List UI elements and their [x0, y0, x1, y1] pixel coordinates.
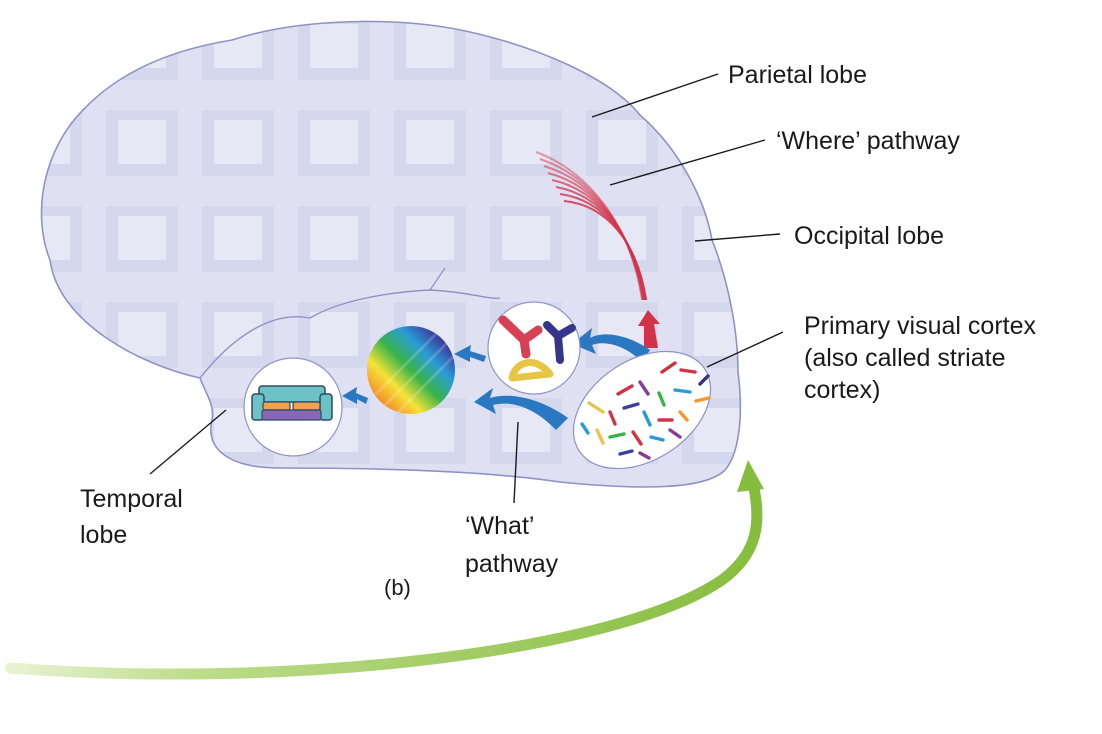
oriented-segment: [608, 432, 626, 439]
label-temporal-lobe-2: lobe: [80, 521, 127, 549]
oriented-segment: [657, 391, 666, 407]
label-occipital-lobe: Occipital lobe: [794, 222, 944, 250]
oriented-segment: [631, 430, 643, 446]
oriented-segment: [595, 428, 605, 445]
where-pathway-fibres: [535, 151, 648, 301]
label-what-pathway-1: ‘What’: [465, 512, 534, 540]
oriented-segment: [638, 380, 650, 396]
leader-occipital: [694, 233, 781, 242]
label-what-pathway-2: pathway: [465, 550, 559, 578]
oriented-segment: [638, 451, 651, 460]
oriented-segment: [649, 435, 665, 442]
feedback-arrowhead: [737, 460, 764, 492]
label-parietal-lobe: Parietal lobe: [728, 61, 867, 89]
leader-parietal: [591, 73, 719, 118]
oriented-segment: [673, 388, 692, 394]
label-primary-visual-cortex-2: (also called striate: [804, 344, 1005, 372]
feedback-arrow: [4, 482, 763, 680]
arrow-spectrum-to-object: [342, 387, 368, 404]
leader-primary: [706, 331, 784, 368]
what-arrow-main: [474, 388, 568, 430]
oriented-segment: [642, 410, 652, 427]
fissure-tick: [429, 267, 446, 291]
label-primary-visual-cortex-1: Primary visual cortex: [804, 312, 1036, 340]
oriented-line-segments-icon: [580, 361, 711, 460]
where-fibre: [563, 200, 648, 301]
arrow-shapes-to-spectrum: [454, 345, 486, 362]
label-temporal-lobe-1: Temporal: [80, 485, 183, 513]
shape-fragments-circle: [487, 301, 581, 395]
oriented-segment: [698, 374, 710, 386]
shape-fragments-icon: [498, 315, 576, 382]
color-spectrum-icon: [367, 326, 455, 414]
label-where-pathway: ‘Where’ pathway: [776, 127, 960, 155]
oriented-segment: [668, 428, 682, 439]
lateral-fissure: [199, 289, 501, 379]
where-arrowhead-red: [638, 310, 660, 348]
temporal-object-circle: [243, 357, 343, 457]
sofa-icon: [251, 385, 333, 421]
primary-visual-cortex-ellipse: [572, 350, 712, 470]
label-primary-visual-cortex-3: cortex): [804, 376, 880, 404]
leader-where: [609, 139, 766, 186]
leader-what: [513, 421, 519, 504]
oriented-segment: [580, 422, 590, 435]
oriented-segment: [587, 401, 605, 414]
oriented-segment: [616, 384, 634, 396]
oriented-segment: [660, 361, 677, 374]
oriented-segment: [618, 449, 634, 456]
oriented-segment: [694, 396, 711, 403]
oriented-segment: [608, 410, 617, 426]
oriented-segment: [679, 368, 697, 374]
oriented-segment: [622, 402, 640, 410]
oriented-segment: [678, 410, 689, 422]
leader-temporal: [149, 409, 227, 475]
label-panel-b: (b): [384, 575, 411, 600]
